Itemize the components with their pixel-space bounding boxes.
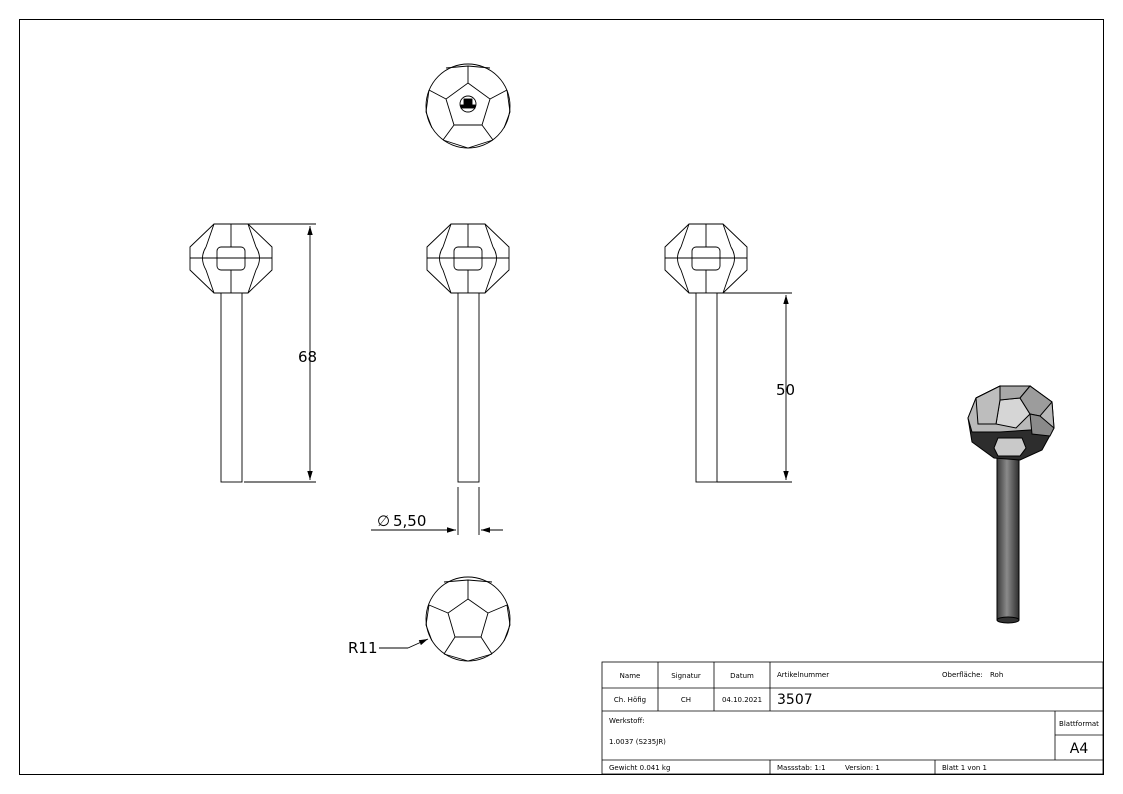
dimension-radius-label: R11 (348, 639, 378, 657)
signatur-value: CH (681, 696, 691, 704)
oberflaeche-label: Oberfläche: (942, 671, 983, 679)
datum-label: Datum (730, 672, 754, 680)
werkstoff-label: Werkstoff: (609, 717, 645, 725)
dimension-68 (244, 223, 316, 483)
version: Version: 1 (845, 764, 880, 772)
datum-value: 04.10.2021 (722, 696, 762, 704)
bottom-view (425, 576, 511, 662)
blattformat-label: Blattformat (1059, 720, 1099, 728)
blatt: Blatt 1 von 1 (942, 764, 987, 772)
title-block (601, 661, 1104, 775)
werkstoff-value: 1.0037 (S235JR) (609, 738, 666, 746)
name-label: Name (620, 672, 641, 680)
blattformat-value: A4 (1070, 741, 1089, 757)
front-view-left (189, 223, 273, 483)
artikel-value: 3507 (777, 692, 813, 708)
dimension-diameter (371, 487, 503, 535)
title-block-text: Name Signatur Datum Artikelnummer Oberfl… (609, 671, 1099, 772)
isometric-view (967, 385, 1055, 624)
dimension-radius (379, 638, 429, 649)
dimension-50-label: 50 (776, 381, 795, 399)
diameter-symbol: ∅ (377, 512, 390, 530)
front-view-center (426, 223, 510, 483)
gewicht: Gewicht 0.041 kg (609, 764, 670, 772)
top-view (425, 63, 511, 149)
massstab: Massstab: 1:1 (777, 764, 826, 772)
dimension-50 (717, 292, 792, 483)
sheet-border (19, 19, 1104, 775)
dimension-diameter-label: 5,50 (393, 512, 426, 530)
name-value: Ch. Höfig (614, 696, 646, 704)
front-view-right (664, 223, 748, 483)
signatur-label: Signatur (671, 672, 701, 680)
oberflaeche-value: Roh (990, 671, 1003, 679)
artikel-label: Artikelnummer (777, 671, 829, 679)
dimension-68-label: 68 (298, 348, 317, 366)
